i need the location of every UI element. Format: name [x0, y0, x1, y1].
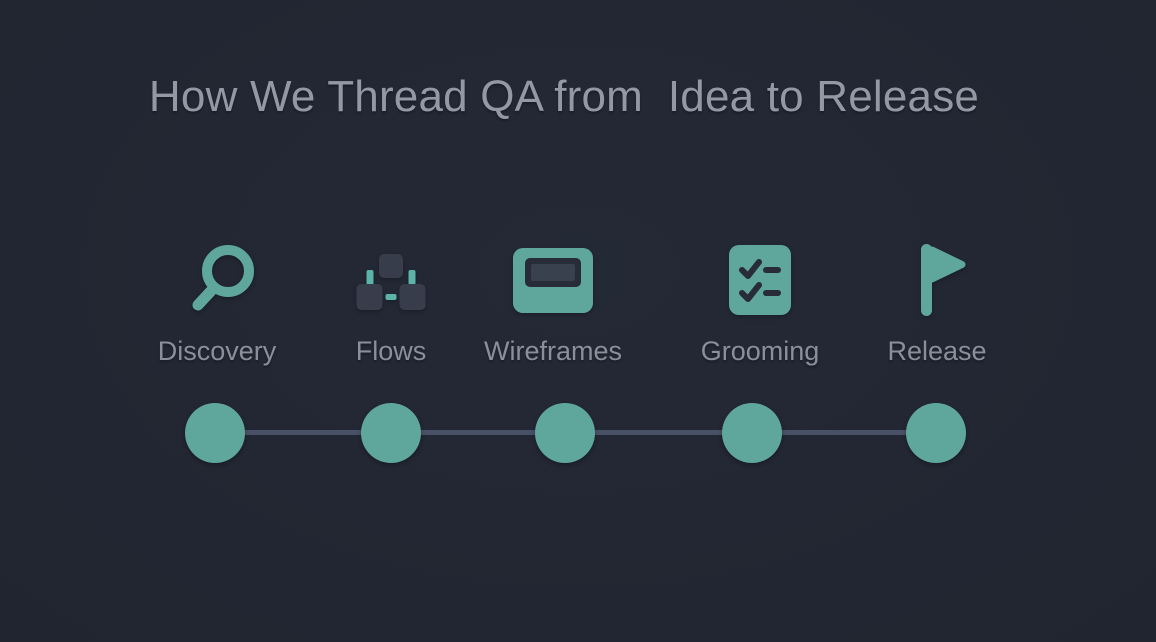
- timeline-node-flows: [361, 403, 421, 463]
- stage-grooming: Grooming: [650, 239, 870, 367]
- stage-discovery: Discovery: [107, 239, 327, 367]
- checklist-icon: [650, 239, 870, 321]
- flowchart-icon: [281, 239, 501, 321]
- timeline-node-wireframes: [535, 403, 595, 463]
- timeline-node-discovery: [185, 403, 245, 463]
- magnifier-icon: [107, 239, 327, 321]
- timeline-node-release: [906, 403, 966, 463]
- timeline-node-grooming: [722, 403, 782, 463]
- slide-title: How We Thread QA from Idea to Release: [148, 72, 980, 121]
- stage-release: Release: [827, 239, 1047, 367]
- stage-label: Wireframes: [483, 336, 622, 366]
- stage-label: Release: [887, 336, 987, 366]
- stage-flows: Flows: [281, 239, 501, 367]
- stage-label: Flows: [355, 336, 427, 366]
- stage-wireframes: Wireframes: [443, 239, 663, 367]
- flag-icon: [827, 239, 1047, 321]
- stage-label: Grooming: [700, 336, 820, 366]
- browser-card-icon: [443, 239, 663, 321]
- stage-label: Discovery: [157, 336, 277, 366]
